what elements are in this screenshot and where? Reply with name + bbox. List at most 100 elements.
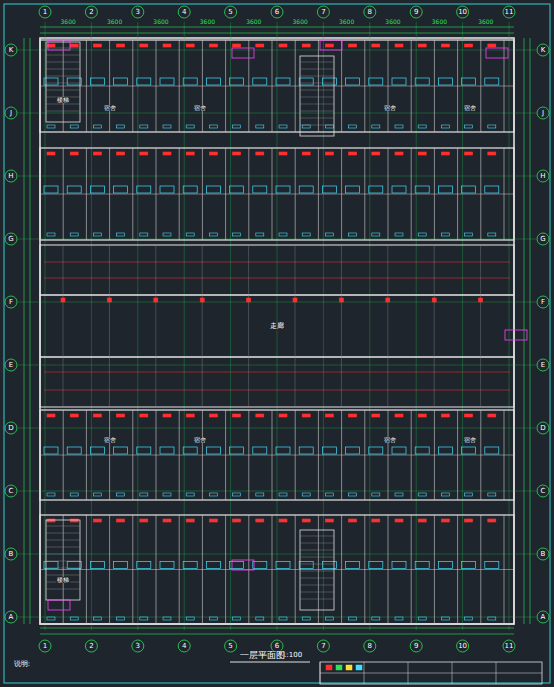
plan-rect bbox=[117, 493, 125, 496]
plan-line bbox=[44, 262, 510, 263]
plan-rect bbox=[160, 447, 174, 454]
plan-rect bbox=[48, 600, 70, 610]
plan-rect bbox=[140, 233, 148, 236]
plan-rect bbox=[325, 519, 333, 522]
plan-line bbox=[300, 536, 334, 537]
plan-rect bbox=[67, 186, 81, 193]
plan-rect bbox=[256, 414, 264, 417]
plan-rect bbox=[372, 493, 380, 496]
plan-line bbox=[230, 662, 310, 663]
plan-rect bbox=[485, 186, 499, 193]
plan-line bbox=[40, 194, 514, 195]
axis-label: 3 bbox=[136, 643, 140, 650]
plan-rect bbox=[386, 298, 390, 302]
axis-label: 8 bbox=[368, 9, 372, 16]
axis-label: B bbox=[541, 551, 546, 558]
plan-rect bbox=[395, 233, 403, 236]
plan-rect bbox=[300, 56, 334, 136]
axis-bubble bbox=[178, 6, 190, 18]
plan-rect bbox=[247, 298, 251, 302]
plan-line bbox=[300, 125, 334, 126]
plan-rect bbox=[183, 78, 197, 85]
plan-rect bbox=[209, 125, 217, 128]
plan-line bbox=[46, 526, 80, 527]
axis-bubble bbox=[225, 6, 237, 18]
plan-rect bbox=[70, 519, 78, 522]
plan-rect bbox=[346, 665, 352, 670]
plan-rect bbox=[465, 414, 473, 417]
plan-rect bbox=[40, 245, 514, 295]
plan-rect bbox=[186, 125, 194, 128]
plan-rect bbox=[395, 414, 403, 417]
axis-label: 9 bbox=[414, 9, 418, 16]
plan-rect bbox=[160, 186, 174, 193]
axis-label: 6 bbox=[275, 9, 279, 16]
plan-rect bbox=[279, 617, 287, 620]
plan-rect bbox=[256, 617, 264, 620]
plan-line bbox=[300, 592, 334, 593]
plan-rect bbox=[163, 493, 171, 496]
plan-rect bbox=[302, 233, 310, 236]
plan-rect bbox=[392, 447, 406, 454]
plan-rect bbox=[140, 152, 148, 155]
axis-label: J bbox=[10, 110, 12, 117]
plan-rect bbox=[186, 152, 194, 155]
plan-line bbox=[46, 589, 80, 590]
plan-rect bbox=[488, 125, 496, 128]
plan-rect bbox=[369, 78, 383, 85]
axis-bubble bbox=[132, 640, 144, 652]
plan-rect bbox=[488, 414, 496, 417]
plan-rect bbox=[163, 152, 171, 155]
plan-rect bbox=[392, 186, 406, 193]
plan-rect bbox=[302, 152, 310, 155]
plan-line bbox=[46, 83, 80, 84]
plan-rect bbox=[209, 44, 217, 47]
plan-rect bbox=[230, 447, 244, 454]
plan-rect bbox=[233, 617, 241, 620]
axis-bubble bbox=[5, 170, 17, 182]
plan-rect bbox=[349, 125, 357, 128]
plan-rect bbox=[209, 493, 217, 496]
plan-rect bbox=[369, 562, 383, 569]
plan-rect bbox=[372, 414, 380, 417]
plan-rect bbox=[209, 617, 217, 620]
axis-label: 11 bbox=[505, 9, 514, 16]
axis-label: 1 bbox=[43, 643, 47, 650]
plan-rect bbox=[163, 233, 171, 236]
plan-rect bbox=[40, 40, 514, 132]
plan-rect bbox=[465, 233, 473, 236]
plan-rect bbox=[415, 78, 429, 85]
plan-line bbox=[46, 90, 80, 91]
plan-rect bbox=[160, 78, 174, 85]
axis-bubble bbox=[5, 485, 17, 497]
axis-label: 9 bbox=[414, 643, 418, 650]
plan-rect bbox=[488, 617, 496, 620]
plan-rect bbox=[47, 519, 55, 522]
plan-line bbox=[18, 239, 536, 240]
plan-rect bbox=[485, 78, 499, 85]
axis-bubble bbox=[410, 640, 422, 652]
plan-rect bbox=[70, 414, 78, 417]
plan-rect bbox=[47, 414, 55, 417]
axis-bubble bbox=[39, 640, 51, 652]
plan-rect bbox=[232, 48, 254, 58]
dim-label: 3600 bbox=[477, 19, 494, 25]
plan-rect bbox=[47, 493, 55, 496]
plan-rect bbox=[200, 298, 204, 302]
plan-line bbox=[18, 428, 536, 429]
plan-rect bbox=[372, 233, 380, 236]
plan-rect bbox=[372, 125, 380, 128]
plan-rect bbox=[233, 414, 241, 417]
plan-rect bbox=[117, 152, 125, 155]
plan-rect bbox=[253, 447, 267, 454]
axis-bubble bbox=[271, 6, 283, 18]
plan-rect bbox=[349, 493, 357, 496]
plan-rect bbox=[465, 519, 473, 522]
room-label: 宿舍 bbox=[463, 437, 477, 443]
plan-line bbox=[46, 48, 80, 49]
plan-rect bbox=[209, 152, 217, 155]
plan-line bbox=[40, 86, 514, 87]
plan-rect bbox=[70, 617, 78, 620]
plan-rect bbox=[67, 562, 81, 569]
plan-rect bbox=[186, 493, 194, 496]
